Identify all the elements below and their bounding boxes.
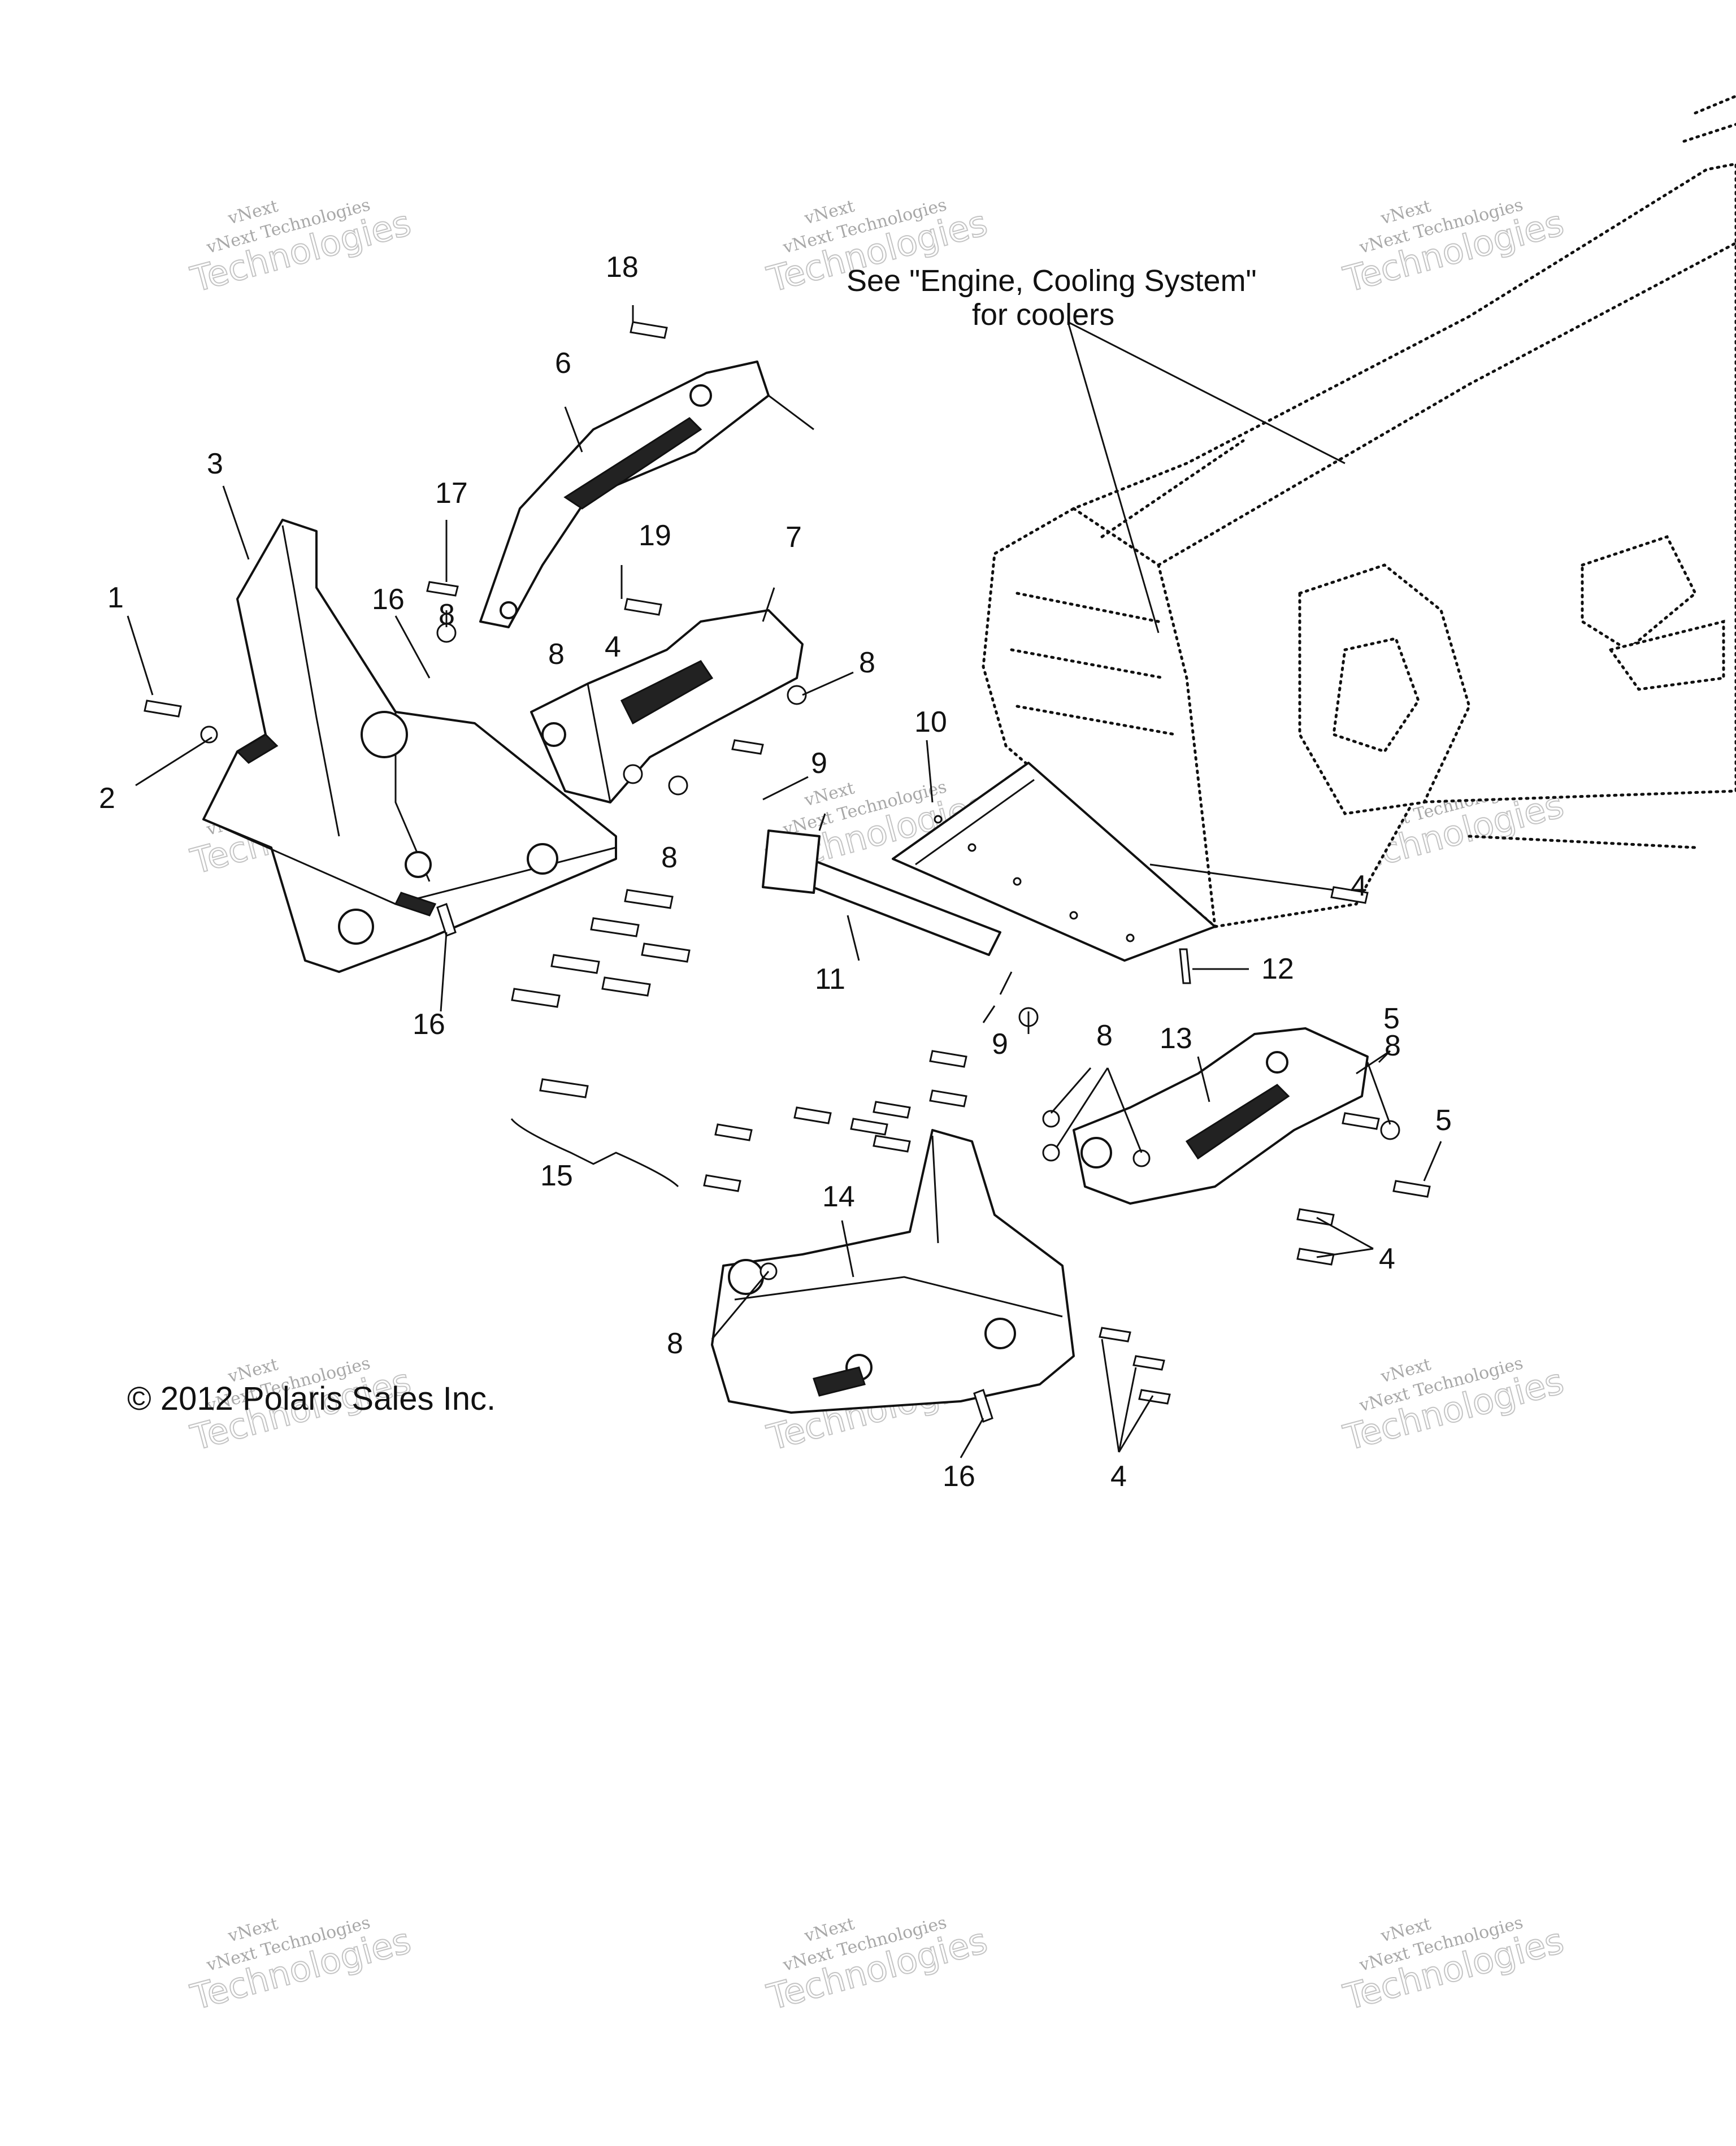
callout-5: 5 [1383, 1002, 1400, 1035]
callout-17: 17 [435, 477, 468, 510]
chassis-reference-outline [982, 94, 1736, 928]
callout-6: 6 [555, 347, 571, 380]
callout-8: 8 [661, 841, 678, 874]
callout-18: 18 [606, 251, 639, 284]
callout-numbers: 1 2 3 4 4 4 4 5 5 6 7 8 8 8 8 8 8 8 9 9 … [99, 251, 1452, 1493]
watermark: vNext vNext Technologies Technologies [1339, 1913, 1569, 2018]
callout-8: 8 [667, 1327, 683, 1360]
callout-16: 16 [943, 1460, 975, 1493]
copyright: © 2012 Polaris Sales Inc. [127, 1380, 496, 1417]
callout-9: 9 [811, 747, 827, 780]
note-line2: for coolers [972, 298, 1114, 332]
leader-lines [127, 305, 1442, 1458]
callout-9: 9 [992, 1028, 1008, 1061]
note-line1: See "Engine, Cooling System" [847, 264, 1257, 298]
callout-16: 16 [413, 1008, 445, 1041]
loose-fasteners [144, 321, 1431, 1423]
watermark: vNext vNext Technologies Technologies [1339, 1353, 1569, 1459]
watermark: vNext vNext Technologies Technologies [186, 195, 416, 301]
mid-bracket [530, 609, 804, 803]
lower-frame [711, 1129, 1075, 1414]
callout-4: 4 [1110, 1460, 1127, 1493]
callout-13: 13 [1160, 1022, 1192, 1055]
callout-8: 8 [1096, 1019, 1113, 1052]
callout-11: 11 [815, 963, 845, 996]
callout-12: 12 [1261, 953, 1294, 985]
callout-1: 1 [107, 581, 124, 614]
watermark: vNext vNext Technologies Technologies [762, 195, 992, 301]
callout-8: 8 [439, 598, 455, 631]
front-frame-left [202, 519, 617, 973]
callout-3: 3 [207, 448, 223, 480]
watermark: vNext vNext Technologies Technologies [186, 1913, 416, 2018]
callout-4: 4 [1351, 870, 1367, 902]
callout-8: 8 [548, 638, 565, 671]
callout-19: 19 [639, 519, 671, 552]
right-bracket [1073, 1027, 1369, 1205]
callout-8: 8 [1385, 1029, 1401, 1062]
watermark: vNext vNext Technologies Technologies [762, 1913, 992, 2018]
callout-5: 5 [1435, 1104, 1452, 1137]
reference-note: See "Engine, Cooling System" for coolers [847, 264, 1257, 332]
skid-plate [892, 762, 1216, 962]
callout-14: 14 [822, 1180, 855, 1213]
callout-7: 7 [785, 521, 802, 554]
callout-2: 2 [99, 782, 115, 815]
callout-16: 16 [372, 583, 405, 616]
callout-10: 10 [914, 706, 947, 738]
rod [762, 829, 1001, 956]
callout-4: 4 [605, 631, 621, 663]
upper-bracket [479, 360, 770, 628]
callout-4: 4 [1379, 1243, 1395, 1275]
callout-8: 8 [859, 646, 875, 679]
callout-15: 15 [540, 1159, 573, 1192]
